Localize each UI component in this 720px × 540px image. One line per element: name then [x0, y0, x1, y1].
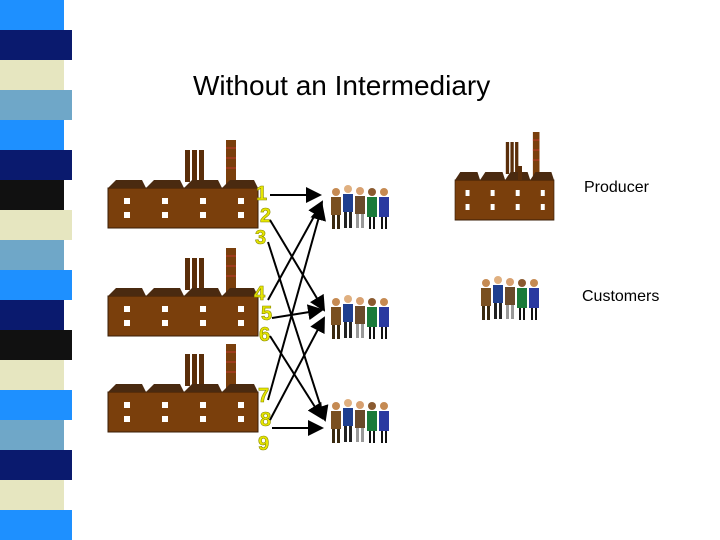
- slide-title: Without an Intermediary: [193, 70, 491, 101]
- legend-producer-label: Producer: [584, 179, 649, 196]
- strip-square: [0, 180, 64, 210]
- factory-number: 7: [258, 385, 269, 407]
- decorative-strip: [0, 0, 72, 540]
- strip-square: [0, 480, 64, 510]
- customer-group-icon: [331, 185, 389, 229]
- arrow: [271, 304, 324, 321]
- factory-number: 2: [260, 205, 271, 227]
- strip-square: [0, 210, 72, 240]
- factory-icon: [107, 343, 259, 433]
- arrow: [267, 204, 326, 401]
- arrow: [269, 335, 324, 420]
- strip-square: [0, 330, 72, 360]
- factory-number: 1: [256, 183, 267, 205]
- strip-square: [0, 390, 72, 420]
- strip-square: [0, 420, 64, 450]
- strip-square: [0, 120, 64, 150]
- factory-number: 3: [255, 227, 266, 249]
- producer-icon: [454, 131, 555, 221]
- strip-square: [0, 240, 64, 270]
- strip-square: [0, 60, 64, 90]
- factory-number: 5: [261, 303, 272, 325]
- arrow: [267, 200, 323, 301]
- legend-customers-label: Customers: [582, 288, 660, 305]
- strip-square: [0, 360, 64, 390]
- connection-arrows: [267, 187, 329, 436]
- factory-number: 8: [260, 409, 271, 431]
- factory-number: 9: [258, 433, 269, 455]
- customer-group-icon: [481, 276, 539, 320]
- strip-square: [0, 270, 72, 300]
- strip-square: [0, 30, 72, 60]
- arrow: [269, 316, 325, 421]
- arrow: [267, 241, 329, 422]
- strip-square: [0, 300, 64, 330]
- strip-square: [0, 90, 72, 120]
- customer-group-icon: [331, 399, 389, 443]
- strip-square: [0, 0, 64, 30]
- factory-icon: [107, 139, 259, 229]
- factory-icon: [107, 247, 259, 337]
- factory-number: 4: [254, 283, 266, 305]
- strip-square: [0, 450, 72, 480]
- strip-square: [0, 150, 72, 180]
- strip-square: [0, 510, 72, 540]
- arrow: [269, 219, 326, 312]
- customer-group-icon: [331, 295, 389, 339]
- factory-number: 6: [259, 324, 270, 346]
